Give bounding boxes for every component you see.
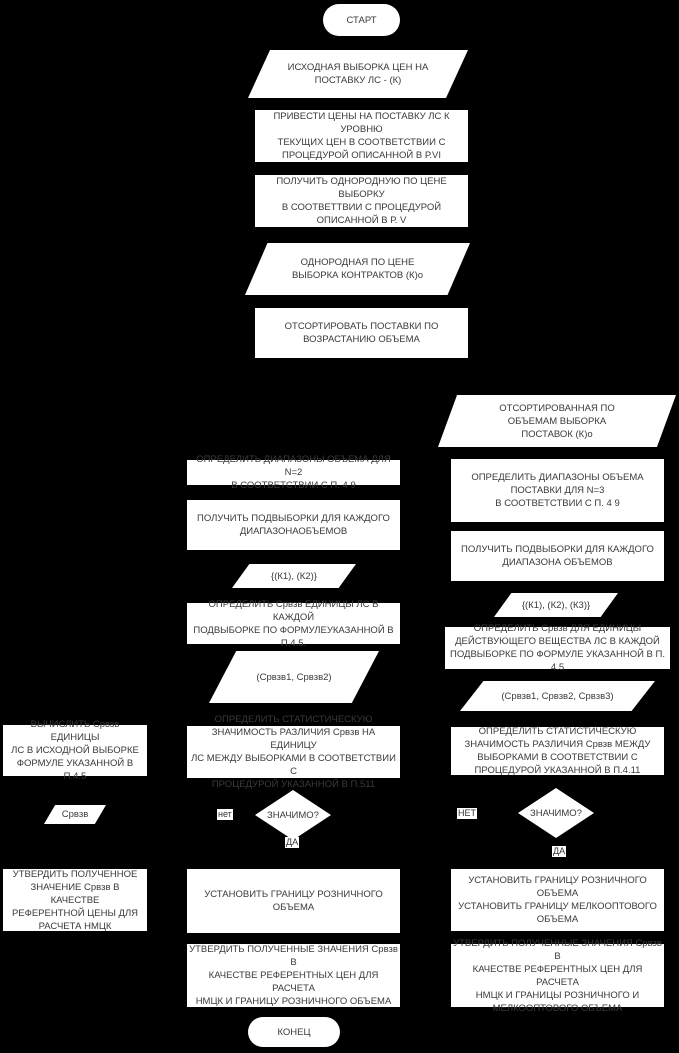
middle-significance-process: ОПРЕДЕЛИТЬ СТАТИСТИЧЕСКУЮ ЗНАЧИМОСТЬ РАЗ… <box>187 714 400 790</box>
right-set-border-text: УСТАНОВИТЬ ГРАНИЦУ РОЗНИЧНОГО ОБЪЕМА УСТ… <box>458 875 657 925</box>
homogeneous-sample-io-text: ОДНОРОДНАЯ ПО ЦЕНЕ ВЫБОРКА КОНТРАКТОВ (К… <box>291 257 424 281</box>
middle-decision: ЗНАЧИМО? <box>255 790 331 840</box>
middle-values-io-text: (Срвзв1, Срвзв2) <box>256 671 332 683</box>
initial-sample-io: ИСХОДНАЯ ВЫБОРКА ЦЕН НА ПОСТАВКУ ЛС - (К… <box>248 50 468 98</box>
sort-deliveries-text: ОТСОРТИРОВАТЬ ПОСТАВКИ ПО ВОЗРАСТАНИЮ ОБ… <box>284 321 439 345</box>
end-terminal: КОНЕЦ <box>248 1017 340 1047</box>
right-subsamples-process: ПОЛУЧИТЬ ПОДВЫБОРКИ ДЛЯ КАЖДОГО ДИАПАЗОН… <box>451 531 664 581</box>
right-subsamples-io-text: {(К1), (К2), (К3)} <box>521 599 591 611</box>
right-values-io: (Срвзв1, Срвзв2, Срвзв3) <box>460 681 655 711</box>
right-determine-text: ОПРЕДЕЛИТЬ Срвзв ДЛЯ ЕДИНИЦЫ ДЕЙСТВУЮЩЕГ… <box>450 623 665 673</box>
middle-no-label: нет <box>217 809 233 820</box>
middle-subsamples-text: ПОЛУЧИТЬ ПОДВЫБОРКИ ДЛЯ КАЖДОГО ДИАПАЗОН… <box>197 513 390 537</box>
left-output-text: Срвзв <box>61 809 89 820</box>
right-subsamples-text: ПОЛУЧИТЬ ПОДВЫБОРКИ ДЛЯ КАЖДОГО ДИАПАЗОН… <box>461 544 654 568</box>
start-terminal: СТАРТ <box>323 4 400 36</box>
homogeneous-sample-io: ОДНОРОДНАЯ ПО ЦЕНЕ ВЫБОРКА КОНТРАКТОВ (К… <box>245 243 470 295</box>
right-approve-text: УТВЕРДИТЬ ПОЛУЧЕННЫЕ ЗНАЧЕНИЯ Срвзв В КА… <box>453 937 662 1014</box>
end-label: КОНЕЦ <box>277 1026 311 1038</box>
middle-decision-text: ЗНАЧИМО? <box>267 809 319 821</box>
middle-set-border-text: УСТАНОВИТЬ ГРАНИЦУ РОЗНИЧНОГО ОБЪЕМА <box>204 889 383 913</box>
middle-subsamples-io: {(К1), (К2)} <box>232 564 356 588</box>
right-yes-label: ДА <box>552 846 567 857</box>
middle-determine-process: ОПРЕДЕЛИТЬ Срвзв ЕДИНИЦЫ ЛС В КАЖДОЙ ПОД… <box>187 599 400 649</box>
left-compute-text: ВЫЧИСЛИТЬ Срвзв ЕДИНИЦЫ ЛС В ИСХОДНОЙ ВЫ… <box>11 719 139 782</box>
right-decision: ЗНАЧИМО? <box>518 788 594 838</box>
middle-set-border-process: УСТАНОВИТЬ ГРАНИЦУ РОЗНИЧНОГО ОБЪЕМА <box>187 869 400 933</box>
right-values-io-text: (Срвзв1, Срвзв2, Срвзв3) <box>501 690 614 702</box>
middle-subsamples-io-text: {(К1), (К2)} <box>271 570 317 582</box>
right-determine-process: ОПРЕДЕЛИТЬ Срвзв ДЛЯ ЕДИНИЦЫ ДЕЙСТВУЮЩЕГ… <box>445 623 670 673</box>
initial-sample-text: ИСХОДНАЯ ВЫБОРКА ЦЕН НА ПОСТАВКУ ЛС - (К… <box>287 62 429 86</box>
start-label: СТАРТ <box>346 14 377 26</box>
middle-values-io: (Срвзв1, Срвзв2) <box>209 651 379 703</box>
right-decision-text: ЗНАЧИМО? <box>530 807 582 819</box>
right-significance-text: ОПРЕДЕЛИТЬ СТАТИСТИЧЕСКУЮ ЗНАЧИМОСТЬ РАЗ… <box>464 726 651 776</box>
right-approve-process: УТВЕРДИТЬ ПОЛУЧЕННЫЕ ЗНАЧЕНИЯ Срвзв В КА… <box>451 938 664 1014</box>
left-approve-process: УТВЕРДИТЬ ПОЛУЧЕННОЕ ЗНАЧЕНИЕ Срвзв В КА… <box>3 868 147 932</box>
sorted-sample-io: ОТСОРТИРОВАННАЯ ПО ОБЪЕМАМ ВЫБОРКА ПОСТА… <box>438 395 676 447</box>
middle-approve-text: УТВЕРДИТЬ ПОЛУЧЕННЫЕ ЗНАЧЕНИЯ Срвзв В КА… <box>189 944 398 1007</box>
sorted-sample-text: ОТСОРТИРОВАННАЯ ПО ОБЪЕМАМ ВЫБОРКА ПОСТА… <box>499 402 615 440</box>
left-approve-text: УТВЕРДИТЬ ПОЛУЧЕННОЕ ЗНАЧЕНИЕ Срвзв В КА… <box>11 868 139 932</box>
middle-approve-process: УТВЕРДИТЬ ПОЛУЧЕННЫЕ ЗНАЧЕНИЯ Срвзв В КА… <box>187 944 400 1007</box>
middle-subsamples-process: ПОЛУЧИТЬ ПОДВЫБОРКИ ДЛЯ КАЖДОГО ДИАПАЗОН… <box>187 500 400 550</box>
right-no-label: НЕТ <box>457 808 477 819</box>
left-compute-process: ВЫЧИСЛИТЬ Срвзв ЕДИНИЦЫ ЛС В ИСХОДНОЙ ВЫ… <box>3 719 147 782</box>
right-significance-process: ОПРЕДЕЛИТЬ СТАТИСТИЧЕСКУЮ ЗНАЧИМОСТЬ РАЗ… <box>451 726 664 776</box>
left-output-io: Срвзв <box>44 805 106 824</box>
middle-ranges-text: ОПРЕДЕЛИТЬ ДИАПАЗОНЫ ОБЪЕМА ДЛЯ N=2 В СО… <box>196 454 391 491</box>
middle-determine-text: ОПРЕДЕЛИТЬ Срвзв ЕДИНИЦЫ ЛС В КАЖДОЙ ПОД… <box>193 598 394 649</box>
normalize-prices-process: ПРИВЕСТИ ЦЕНЫ НА ПОСТАВКУ ЛС К УРОВНЮ ТЕ… <box>255 110 468 162</box>
middle-significance-text: ОПРЕДЕЛИТЬ СТАТИСТИЧЕСКУЮ ЗНАЧИМОСТЬ РАЗ… <box>191 714 396 790</box>
middle-yes-label: ДА <box>285 837 300 848</box>
right-ranges-process: ОПРЕДЕЛИТЬ ДИАПАЗОНЫ ОБЪЕМА ПОСТАВКИ ДЛЯ… <box>451 459 664 522</box>
right-set-border-process: УСТАНОВИТЬ ГРАНИЦУ РОЗНИЧНОГО ОБЪЕМА УСТ… <box>451 869 664 931</box>
middle-ranges-process: ОПРЕДЕЛИТЬ ДИАПАЗОНЫ ОБЪЕМА ДЛЯ N=2 В СО… <box>187 454 400 491</box>
right-subsamples-io: {(К1), (К2), (К3)} <box>494 593 618 617</box>
homogeneous-sample-process: ПОЛУЧИТЬ ОДНОРОДНУЮ ПО ЦЕНЕ ВЫБОРКУ В СО… <box>255 175 468 227</box>
right-ranges-text: ОПРЕДЕЛИТЬ ДИАПАЗОНЫ ОБЪЕМА ПОСТАВКИ ДЛЯ… <box>471 472 644 509</box>
homogeneous-sample-text: ПОЛУЧИТЬ ОДНОРОДНУЮ ПО ЦЕНЕ ВЫБОРКУ В СО… <box>276 176 447 226</box>
normalize-prices-text: ПРИВЕСТИ ЦЕНЫ НА ПОСТАВКУ ЛС К УРОВНЮ ТЕ… <box>273 111 450 161</box>
sort-deliveries-process: ОТСОРТИРОВАТЬ ПОСТАВКИ ПО ВОЗРАСТАНИЮ ОБ… <box>255 308 468 358</box>
